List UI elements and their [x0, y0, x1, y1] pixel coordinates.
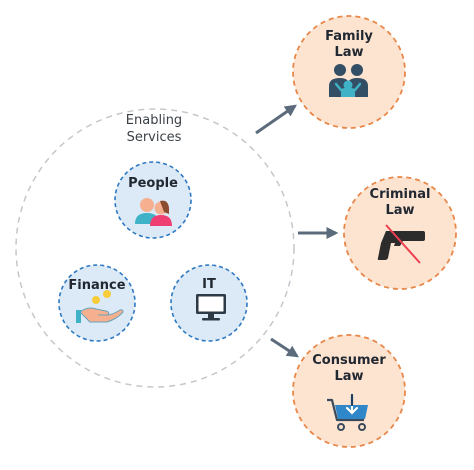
- arrow-to-family-law: [255, 104, 297, 135]
- consumer-law-line1: Consumer: [312, 353, 386, 368]
- arrow-to-consumer-law: [270, 337, 300, 358]
- consumer-law-bubble: [292, 334, 406, 448]
- enabling-label-line1: Enabling: [125, 113, 183, 128]
- finance-label: Finance: [68, 278, 126, 293]
- monitor-icon: [196, 294, 226, 321]
- criminal-law-line2: Law: [385, 203, 415, 218]
- people-icon: [135, 198, 172, 226]
- it-label: IT: [202, 277, 216, 292]
- enabling-label-line2: Services: [126, 130, 182, 145]
- people-label: People: [128, 176, 178, 191]
- family-law-line2: Law: [334, 45, 364, 60]
- criminal-law-label: Criminal Law: [350, 187, 450, 219]
- criminal-law-line1: Criminal: [369, 187, 431, 202]
- family-law-bubble: [292, 15, 406, 129]
- family-law-label: Family Law: [299, 29, 399, 61]
- shopping-cart-icon: [327, 393, 368, 431]
- gun-prohibited-icon: [377, 224, 425, 264]
- family-law-line1: Family: [325, 29, 373, 44]
- hand-coins-icon: [76, 290, 124, 323]
- consumer-law-label: Consumer Law: [299, 353, 399, 385]
- enabling-services-label: Enabling Services: [104, 112, 204, 146]
- people-bubble: [114, 161, 192, 239]
- enabling-services-circle: [15, 108, 295, 388]
- consumer-law-line2: Law: [334, 369, 364, 384]
- family-icon: [329, 64, 368, 97]
